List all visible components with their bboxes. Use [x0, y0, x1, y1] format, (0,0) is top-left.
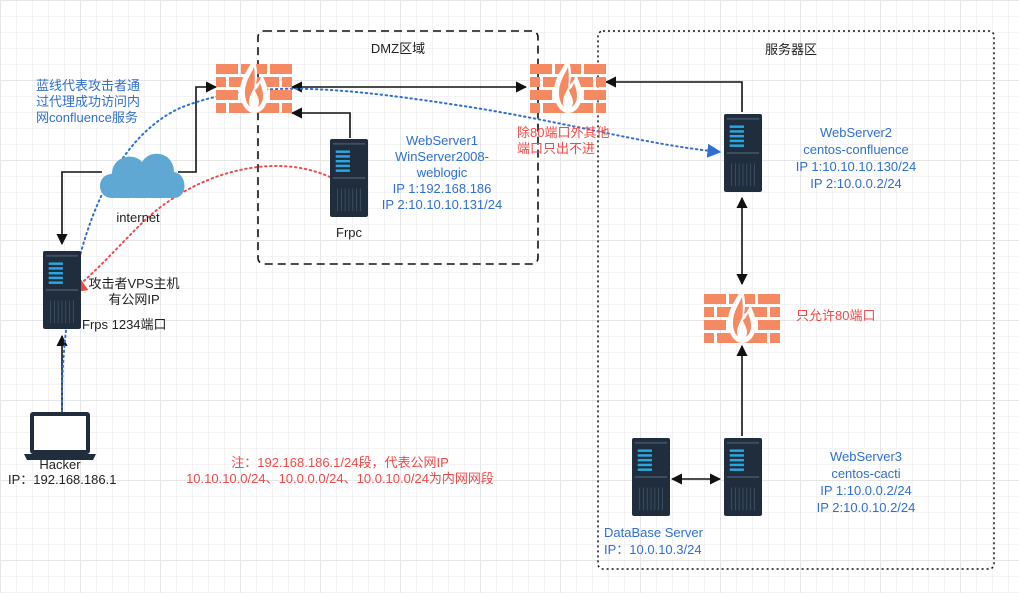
firewall-icon-inner [704, 288, 780, 343]
server-zone-box [597, 30, 995, 570]
server-icon-database [632, 437, 670, 517]
laptop-icon [24, 412, 96, 460]
webserver3-label: WebServer3 centos-cacti IP 1:10.0.0.2/24… [816, 449, 916, 515]
cloud-icon [100, 153, 185, 198]
blue-line-note: 蓝线代表攻击者通 过代理成功访问内 网confluence服务 [36, 78, 141, 125]
server-icon-webserver3 [724, 437, 762, 517]
link-firewall2-webserver2 [604, 76, 743, 112]
webserver1-label: WebServer1 WinServer2008- weblogic IP 1:… [381, 133, 503, 212]
footnote-line-2: 10.10.10.0/24、10.0.0.0/24、10.0.10.0/24为内… [186, 471, 494, 486]
link-frpc-uplink [290, 107, 351, 138]
dmz-zone-box [257, 30, 539, 265]
footnote-line-1: 注：192.168.186.1/24段，代表公网IP [231, 455, 449, 470]
link-cloud-firewall1 [178, 81, 218, 173]
server-icon-frpc [330, 138, 368, 218]
server-zone-label: 服务器区 [764, 42, 817, 57]
server-icon-webserver2 [724, 113, 762, 193]
frpc-label: Frpc [336, 225, 362, 240]
database-label: DataBase Server IP：10.0.10.3/24 [604, 525, 703, 557]
vps-label: 攻击者VPS主机 有公网IP [88, 276, 180, 307]
dmz-zone-label: DMZ区域 [370, 41, 426, 56]
webserver2-label: WebServer2 centos-confluence IP 1:10.10.… [795, 125, 917, 191]
link-cloud-vps [56, 171, 102, 246]
firewall-icon-internet [216, 58, 292, 113]
server-icon-vps [43, 250, 81, 330]
firewall-icon-dmz [530, 58, 606, 113]
blue-proxy-path [60, 87, 722, 413]
firewall-dmz-rule-note: 除80端口外其他 端口只出不进 [517, 125, 610, 156]
firewall-inner-rule-note: 只允许80端口 [796, 308, 876, 323]
hacker-label: Hacker [39, 457, 81, 472]
hacker-ip-label: IP：192.168.186.1 [8, 472, 117, 487]
red-frp-path [68, 164, 331, 294]
frps-label: Frps 1234端口 [82, 317, 167, 332]
internet-label: internet [116, 210, 160, 225]
